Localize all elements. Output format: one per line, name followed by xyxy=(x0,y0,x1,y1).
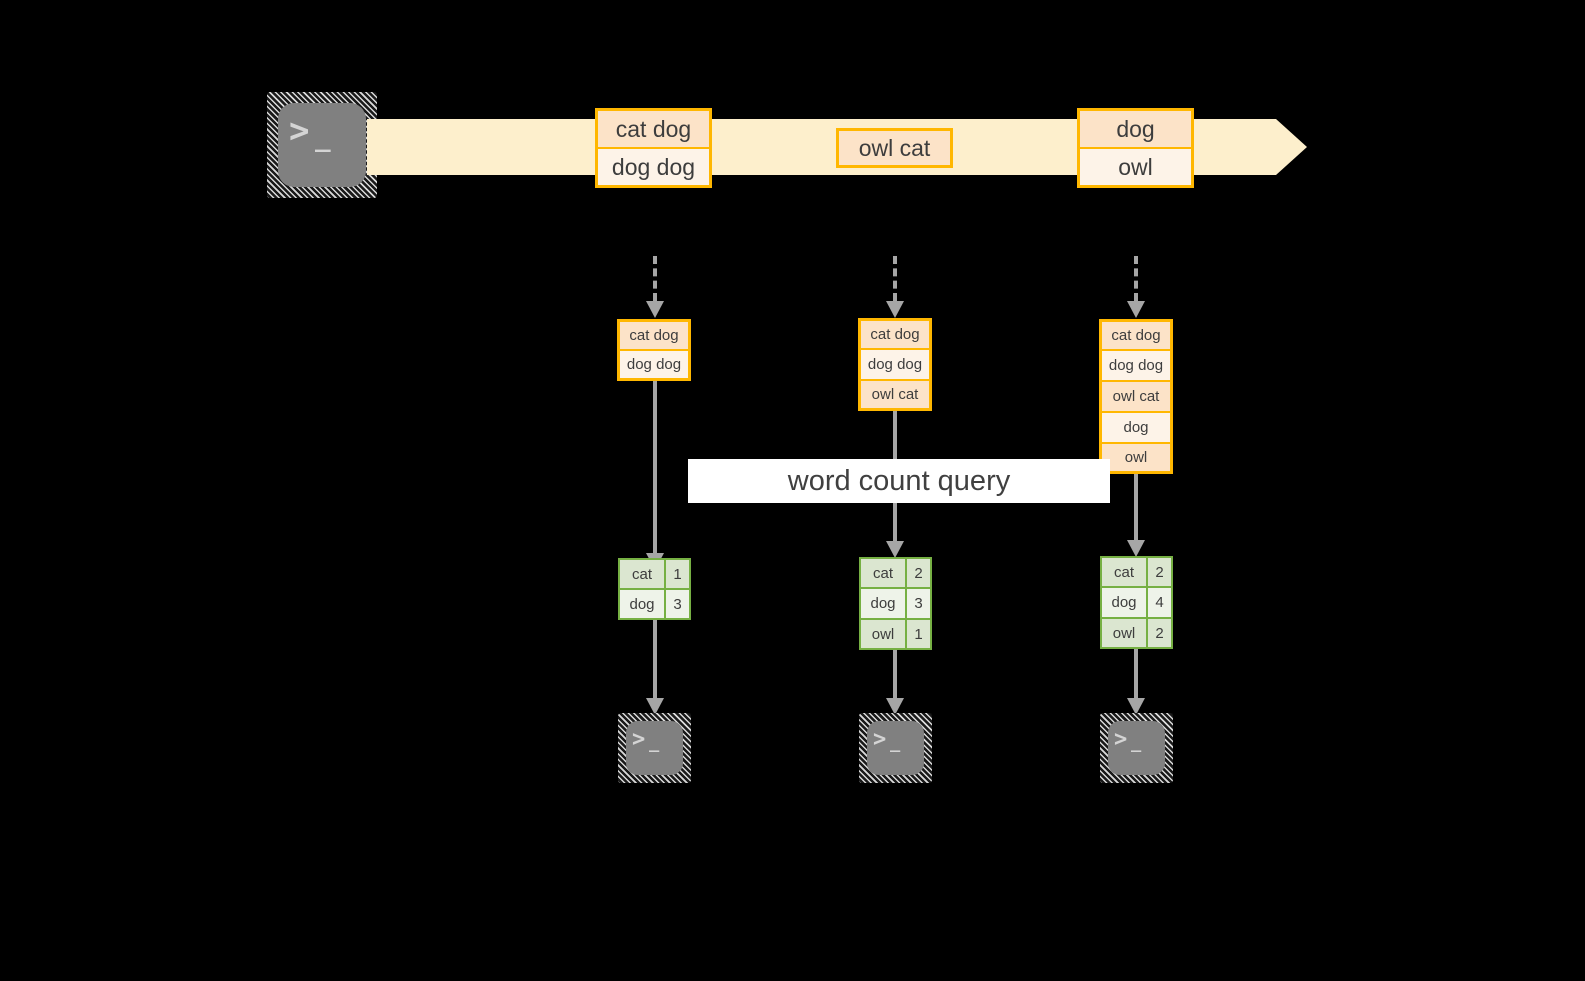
event-stream-arrowhead xyxy=(1276,119,1307,175)
result-row: cat 1 xyxy=(618,558,691,589)
stream-event-box: owl xyxy=(1077,148,1194,188)
snapshot-event-row: dog dog xyxy=(1099,350,1173,381)
stream-event-box: dog xyxy=(1077,108,1194,148)
result-word: cat xyxy=(861,559,907,587)
stream-to-snapshot-connector xyxy=(886,256,904,318)
result-row: dog 3 xyxy=(859,588,932,619)
result-count: 1 xyxy=(914,625,923,643)
result-word: dog xyxy=(620,590,666,618)
terminal-cursor-glyph: _ xyxy=(649,733,660,753)
result-word: dog xyxy=(1102,588,1148,617)
terminal-prompt-glyph: > xyxy=(1114,727,1128,752)
result-row: cat 2 xyxy=(859,557,932,588)
result-word: cat xyxy=(1102,558,1148,586)
stream-event-box: owl cat xyxy=(836,128,953,168)
stream-to-snapshot-connector xyxy=(1127,256,1145,318)
source-terminal-icon: > _ xyxy=(267,92,377,198)
result-count: 3 xyxy=(914,595,923,612)
terminal-cursor-glyph: _ xyxy=(890,733,901,753)
result-word: owl xyxy=(861,620,907,648)
terminal-cursor-glyph: _ xyxy=(315,123,331,153)
terminal-body xyxy=(867,721,924,775)
result-row: dog 4 xyxy=(1100,587,1173,618)
terminal-body xyxy=(278,103,366,187)
result-word: owl xyxy=(1102,619,1148,647)
result-count: 2 xyxy=(914,564,923,582)
result-row: cat 2 xyxy=(1100,556,1173,587)
result-to-sink-connector xyxy=(886,650,904,715)
result-count: 4 xyxy=(1155,594,1164,611)
snapshot-event-row: owl cat xyxy=(1099,381,1173,412)
result-count: 3 xyxy=(673,595,682,613)
snapshot-event-row: dog xyxy=(1099,412,1173,443)
result-count: 1 xyxy=(673,565,682,583)
result-row: dog 3 xyxy=(618,589,691,620)
result-word: cat xyxy=(620,560,666,588)
terminal-prompt-glyph: > xyxy=(873,727,887,752)
result-row: owl 1 xyxy=(859,619,932,650)
stream-event-box: cat dog xyxy=(595,108,712,148)
snapshot-event-row: dog dog xyxy=(858,349,932,380)
result-row: owl 2 xyxy=(1100,618,1173,649)
result-to-sink-connector xyxy=(1127,649,1145,715)
snapshot-event-row: cat dog xyxy=(858,318,932,349)
terminal-body xyxy=(626,721,683,775)
terminal-body xyxy=(1108,721,1165,775)
snapshot-event-row: owl cat xyxy=(858,380,932,411)
snapshot-to-result-connector xyxy=(1127,474,1145,557)
snapshot-event-row: owl xyxy=(1099,443,1173,474)
stream-event-box: dog dog xyxy=(595,148,712,188)
terminal-cursor-glyph: _ xyxy=(1131,733,1142,753)
result-word: dog xyxy=(861,589,907,618)
sink-terminal-icon: > _ xyxy=(618,713,691,783)
query-banner: word count query xyxy=(688,459,1110,503)
result-count: 2 xyxy=(1155,563,1164,581)
sink-terminal-icon: > _ xyxy=(1100,713,1173,783)
terminal-prompt-glyph: > xyxy=(632,727,646,752)
snapshot-event-row: dog dog xyxy=(617,350,691,381)
terminal-prompt-glyph: > xyxy=(289,111,310,151)
snapshot-event-row: cat dog xyxy=(1099,319,1173,350)
stream-to-snapshot-connector xyxy=(646,256,664,318)
result-to-sink-connector xyxy=(646,620,664,715)
snapshot-event-row: cat dog xyxy=(617,319,691,350)
sink-terminal-icon: > _ xyxy=(859,713,932,783)
snapshot-to-result-connector xyxy=(646,381,664,570)
result-count: 2 xyxy=(1155,624,1164,642)
